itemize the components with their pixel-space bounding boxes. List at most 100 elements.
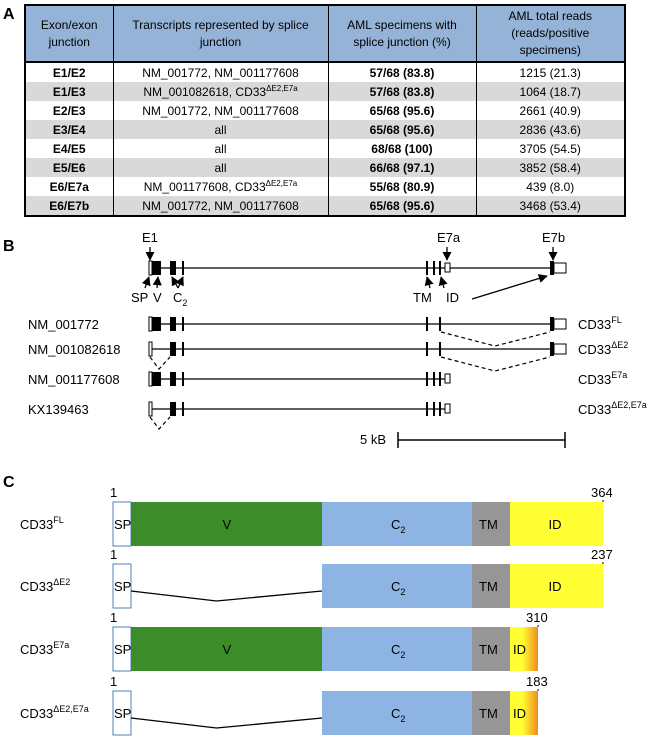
cell-junction: E1/E3 <box>24 82 114 101</box>
cell-junction-text: E2/E3 <box>52 103 86 118</box>
transcript-name: NM_001082618 <box>28 342 121 357</box>
id-label: ID <box>513 642 526 657</box>
cell-transcripts-text: all <box>214 141 227 156</box>
cell-specimens-text: 68/68 (100) <box>371 141 433 156</box>
cell-reads-text: 2661 (40.9) <box>519 103 581 118</box>
cell-reads-text: 1064 (18.7) <box>519 84 581 99</box>
cell-reads-text: 3705 (54.5) <box>519 141 581 156</box>
splice-e1-e3 <box>149 416 171 430</box>
isoform-label: CD33ΔE2,E7a <box>578 400 647 417</box>
v-domain <box>131 502 322 546</box>
cell-specimens-text: 66/68 (97.1) <box>369 160 435 175</box>
cell-specimens-text: 55/68 (80.9) <box>369 179 435 194</box>
splice-e6-e7b <box>440 356 551 372</box>
cell-specimens-text: 57/68 (83.8) <box>369 84 435 99</box>
cell-junction-text: E1/E3 <box>52 84 86 99</box>
v-arrow <box>152 276 162 289</box>
c2-arrow-a <box>171 276 180 289</box>
cell-transcripts-superscript: ΔE2,E7a <box>266 84 298 93</box>
domain-label-c2: C2 <box>173 290 187 308</box>
c2-domain <box>322 502 472 546</box>
end-residue: 364 <box>591 485 613 500</box>
splice-junction-table: Exon/exon junction Transcripts represent… <box>24 4 626 217</box>
id-arrow <box>438 276 448 289</box>
sp-domain <box>112 563 132 609</box>
cell-junction: E2/E3 <box>24 101 114 120</box>
c2-domain <box>322 627 472 671</box>
header-transcripts: Transcripts represented by splice juncti… <box>112 4 329 63</box>
tm-arrow <box>424 276 434 289</box>
start-residue: 1 <box>110 610 117 625</box>
cell-transcripts-text: all <box>214 122 227 137</box>
transcript-name: NM_001177608 <box>28 372 120 387</box>
scale-bar-label: 5 kB <box>360 432 386 447</box>
cell-transcripts-text: NM_001082618, CD33 <box>143 85 267 99</box>
protein-name: CD33ΔE2,E7a <box>20 704 89 721</box>
cell-specimens: 57/68 (83.8) <box>327 82 477 101</box>
cell-reads: 3852 (58.4) <box>475 158 626 177</box>
table-row: E6/E7a NM_001177608, CD33ΔE2,E7a 55/68 (80… <box>24 177 626 196</box>
domain-label-tm: TM <box>413 290 432 305</box>
isoform-label: CD33E7a <box>578 370 627 387</box>
splice-e1-e3 <box>149 356 171 370</box>
exon-6 <box>439 261 441 275</box>
cell-transcripts-text: NM_001177608, CD33 <box>143 180 266 194</box>
table-row: E4/E5 all 68/68 (100) 3705 (54.5) <box>24 139 626 158</box>
cell-specimens: 65/68 (95.6) <box>327 196 477 216</box>
cell-transcripts-text: NM_001772, NM_001177608 <box>142 198 299 213</box>
cell-reads: 439 (8.0) <box>475 177 626 196</box>
cell-reads: 2836 (43.6) <box>475 120 626 139</box>
cell-transcripts: NM_001177608, CD33ΔE2,E7a <box>112 177 329 196</box>
panel-label-c: C <box>3 474 15 491</box>
id-long-arrow <box>471 274 548 300</box>
cell-junction: E3/E4 <box>24 120 114 139</box>
cell-specimens: 66/68 (97.1) <box>327 158 477 177</box>
cell-transcripts-superscript: ΔE2,E7a <box>265 179 298 188</box>
cell-junction-text: E1/E2 <box>52 65 86 80</box>
cell-reads-text: 3468 (53.4) <box>519 198 581 213</box>
transcript-nm001082618: NM_001082618 CD33ΔE2 <box>28 340 628 372</box>
cell-junction-text: E4/E5 <box>52 141 86 156</box>
exon-1-utr <box>148 260 153 276</box>
table-row: E1/E3 NM_001082618, CD33ΔE2,E7a 57/68 (83.… <box>24 82 626 101</box>
cell-junction: E6/E7b <box>24 196 114 216</box>
cell-junction-text: E5/E6 <box>52 160 86 175</box>
domain-label-v: V <box>153 290 162 305</box>
cell-reads: 1215 (21.3) <box>475 61 626 82</box>
cell-transcripts-text: NM_001772, NM_001177608 <box>142 65 299 80</box>
exon-label-e1: E1 <box>142 230 158 245</box>
cell-transcripts: NM_001772, NM_001177608 <box>112 61 329 82</box>
cell-reads: 3468 (53.4) <box>475 196 626 216</box>
cell-specimens: 65/68 (95.6) <box>327 101 477 120</box>
splice-e6-e7b <box>440 331 551 347</box>
header-junction: Exon/exon junction <box>24 4 114 63</box>
transcript-nm001177608: NM_001177608 CD33E7a <box>28 370 627 387</box>
cell-reads: 1064 (18.7) <box>475 82 626 101</box>
panel-label-a: A <box>3 6 15 23</box>
sp-domain <box>112 690 132 736</box>
tm-domain <box>472 564 510 608</box>
cell-specimens-text: 65/68 (95.6) <box>369 103 435 118</box>
header-specimens: AML specimens with splice junction (%) <box>327 4 477 63</box>
transcript-nm001772: NM_001772 CD33FL <box>28 315 622 347</box>
cell-junction: E4/E5 <box>24 139 114 158</box>
cell-reads-text: 3852 (58.4) <box>519 160 581 175</box>
tm-domain <box>472 502 510 546</box>
cell-junction-text: E6/E7a <box>49 179 89 194</box>
id-domain <box>510 691 538 735</box>
start-residue: 1 <box>110 547 117 562</box>
gene-structure: E1 E7a E7b SP V C2 TM ID NM_001772 <box>28 230 647 448</box>
cell-reads-text: 2836 (43.6) <box>519 122 581 137</box>
exon-label-e7b: E7b <box>542 230 565 245</box>
tm-label: TM <box>479 579 498 594</box>
exon-4 <box>426 261 428 275</box>
domain-label-id: ID <box>446 290 459 305</box>
protein-name: CD33E7a <box>20 640 69 657</box>
